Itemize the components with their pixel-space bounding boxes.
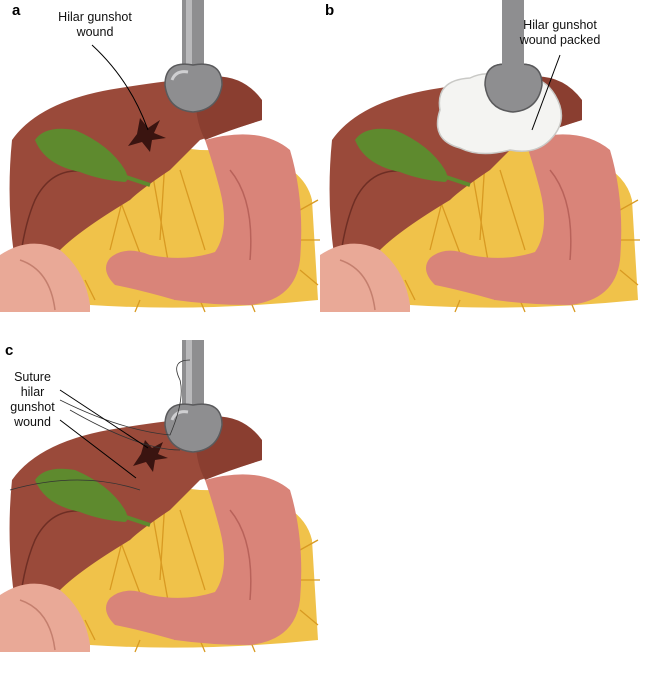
- label-leader-line: [91, 44, 149, 131]
- panel-c-illustration: [0, 338, 322, 654]
- label-leader-line: [59, 389, 149, 479]
- callout-hilar-gunshot-wound: Hilar gunshot wound: [50, 10, 140, 40]
- panel-letter-a: a: [12, 2, 21, 19]
- callout-line: Hilar gunshot: [523, 18, 597, 32]
- callout-line: wound: [14, 415, 51, 429]
- suture-threads: [9, 359, 191, 491]
- callout-wound-packed: Hilar gunshot wound packed: [510, 18, 610, 48]
- callout-line: Suture: [14, 370, 51, 384]
- gunshot-wound: [128, 118, 166, 152]
- panel-letter-b: b: [325, 2, 335, 19]
- callout-line: wound packed: [519, 33, 601, 47]
- panel-letter-c: c: [5, 342, 14, 359]
- panel-a-illustration: [0, 0, 322, 314]
- callout-line: hilar: [20, 385, 45, 399]
- label-leader-line: [531, 54, 561, 131]
- callout-line: gunshot: [10, 400, 55, 414]
- panel-b-illustration: [318, 0, 642, 314]
- callout-suture-wound: Suture hilar gunshot wound: [5, 370, 60, 430]
- callout-line: Hilar gunshot: [58, 10, 132, 24]
- callout-line: wound: [76, 25, 114, 39]
